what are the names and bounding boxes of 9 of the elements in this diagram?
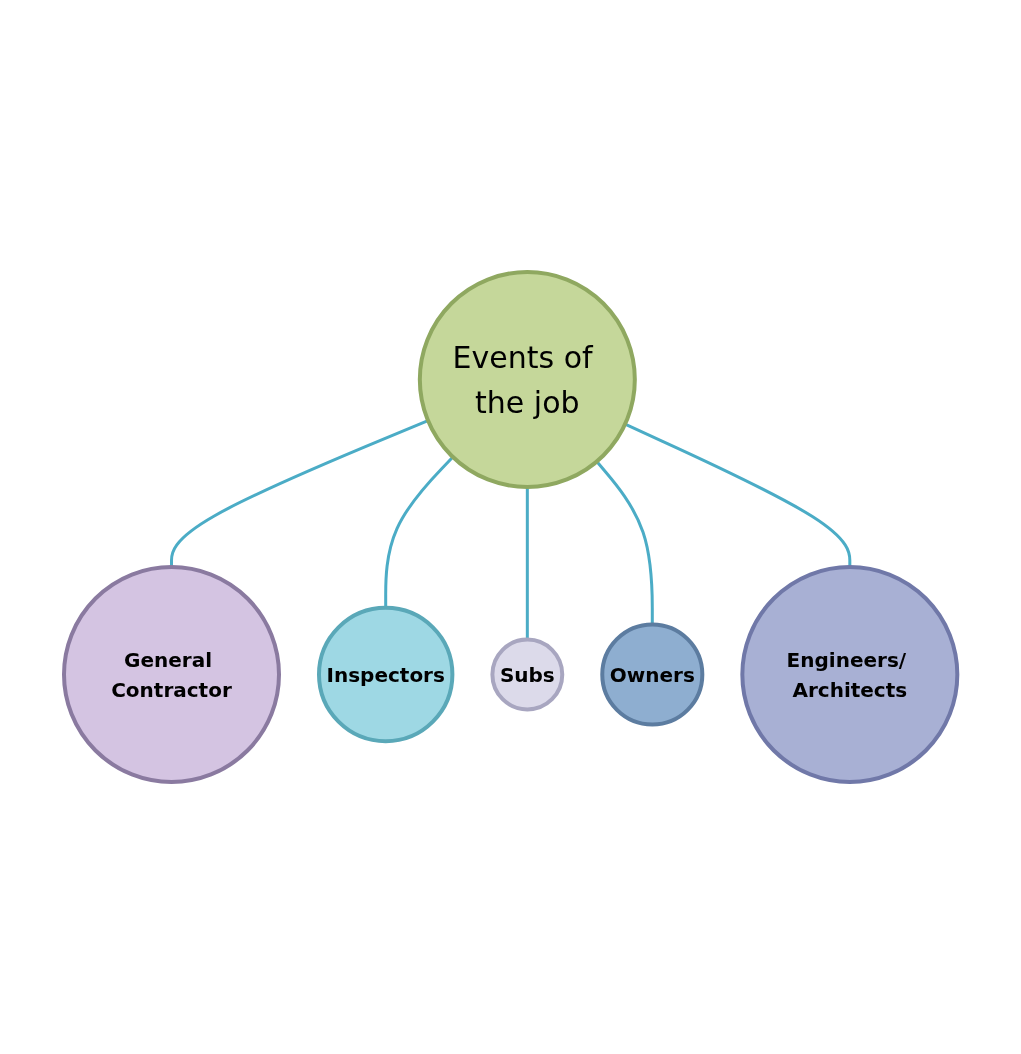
node-circle: Inspectors [316, 605, 455, 744]
node-circle: Events of the job [417, 270, 637, 489]
node-circle: Engineers/ Architects [740, 565, 960, 784]
connector [595, 460, 654, 625]
node-circle: Owners [600, 622, 705, 727]
node-circle: Subs [490, 637, 565, 712]
connector [525, 487, 529, 640]
node-circle: General Contractor [61, 565, 281, 784]
connector [384, 456, 454, 608]
